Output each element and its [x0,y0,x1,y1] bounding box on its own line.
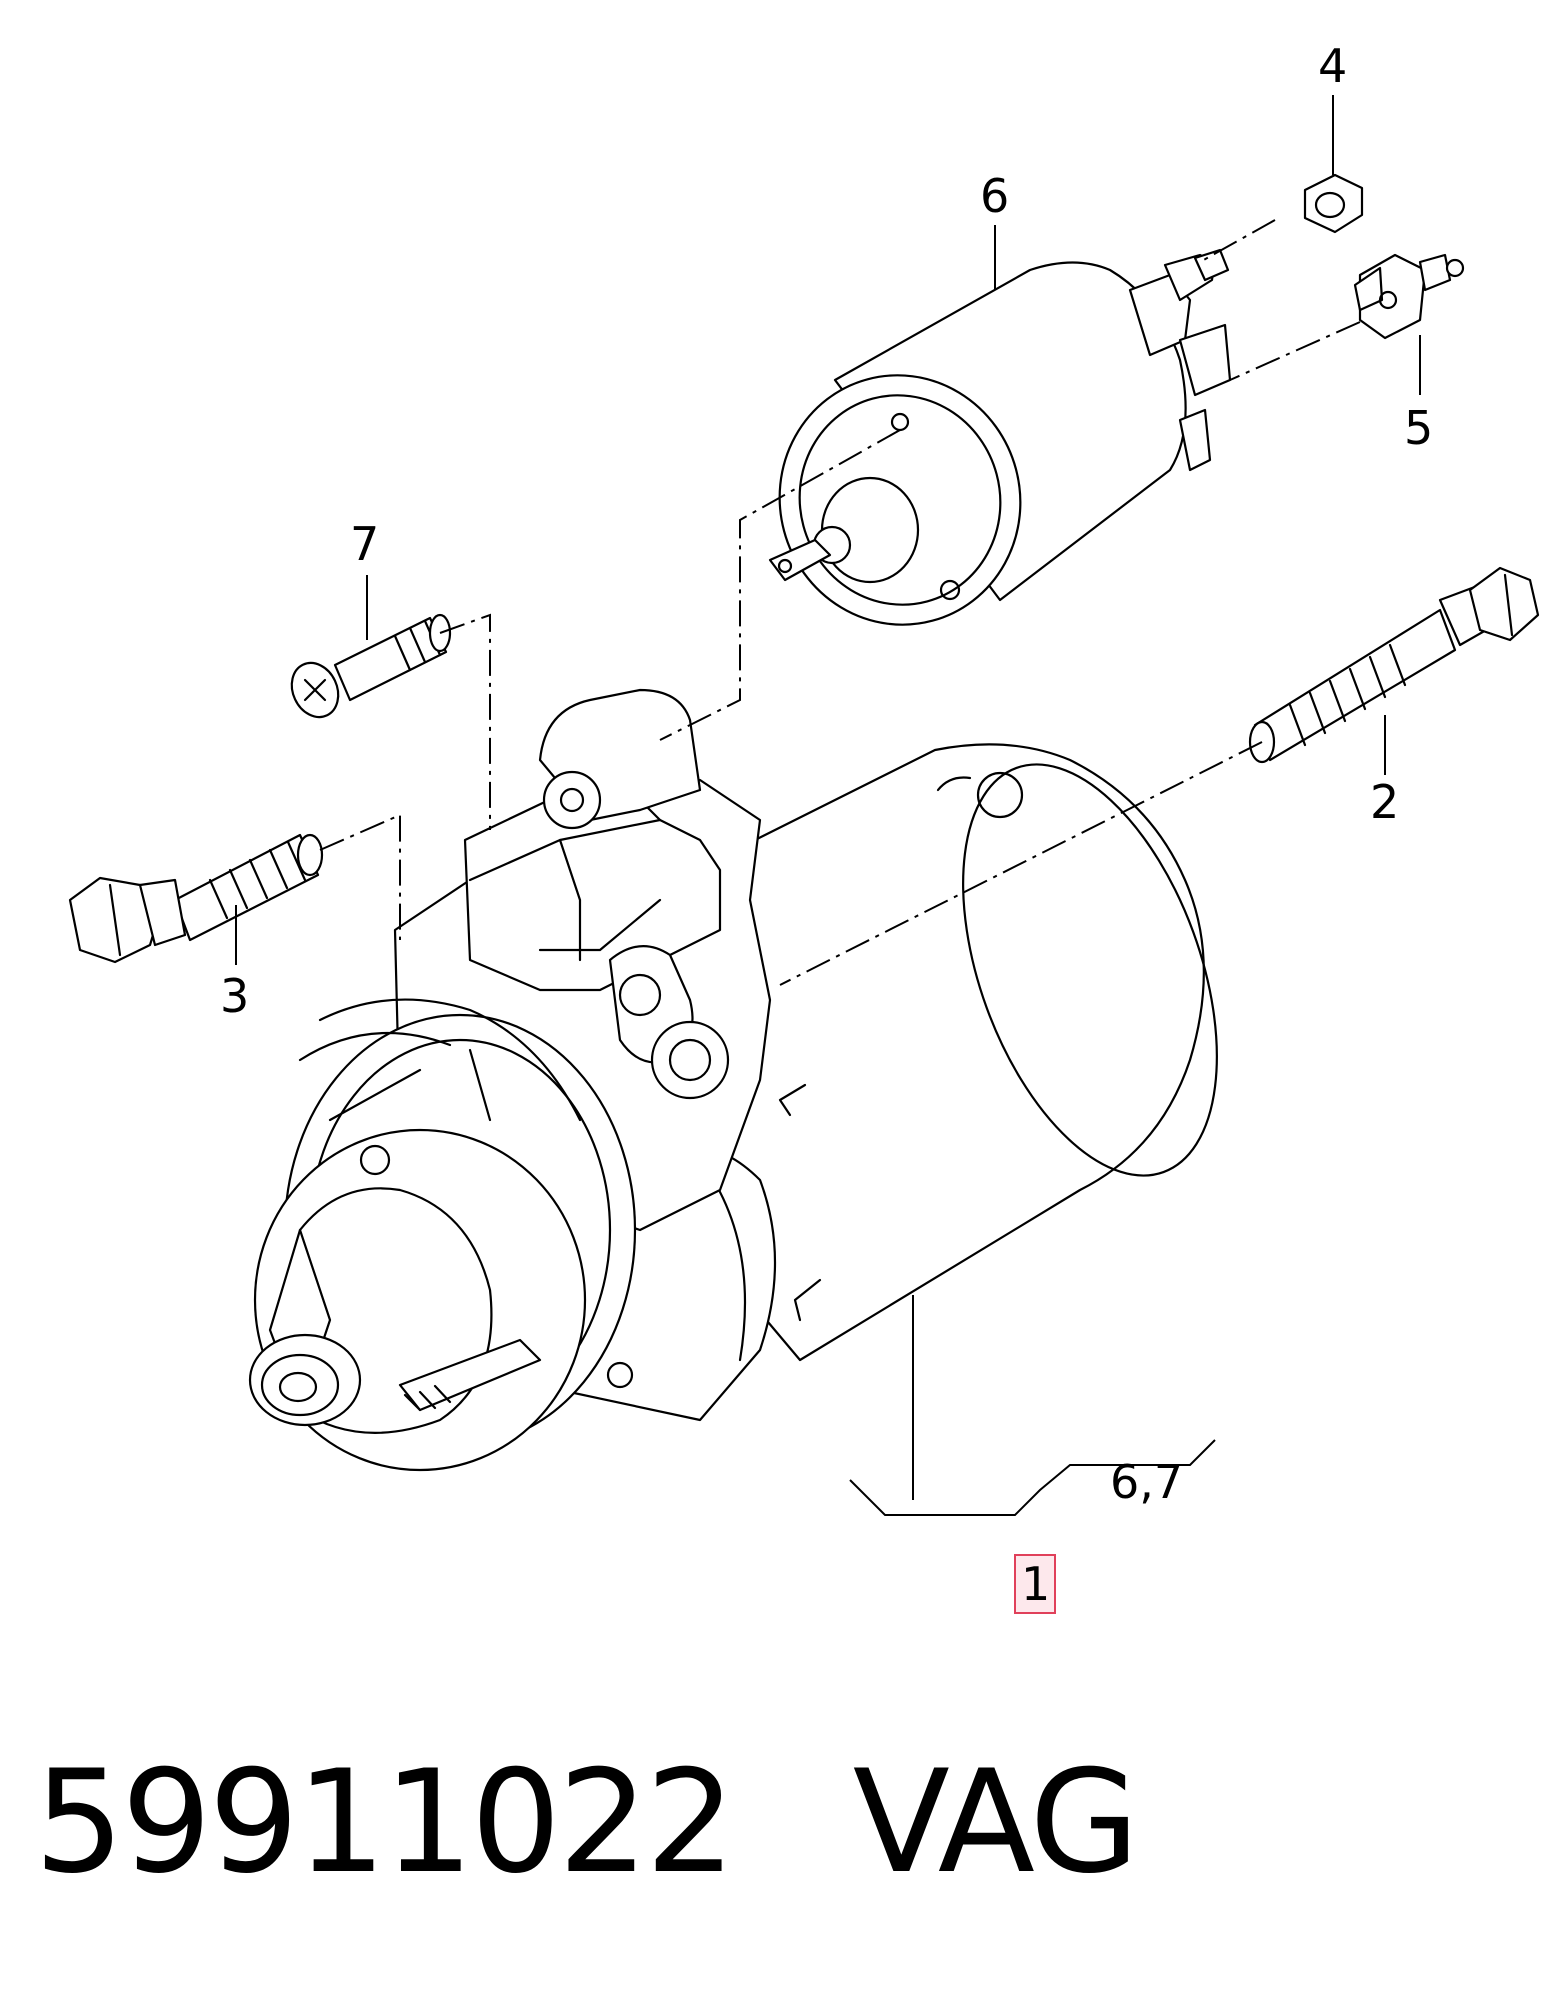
cable-terminal [1353,253,1465,340]
callout-5: 5 [1404,401,1433,455]
callouts: 4 6 5 7 2 3 6,7 1 [220,39,1433,1614]
assembly-lines [319,219,1361,986]
callout-2: 2 [1370,775,1399,829]
bolt-2 [1248,566,1540,764]
callout-sub: 6,7 [1110,1455,1183,1509]
callout-1-highlight [1014,1554,1056,1614]
bolt-3 [68,833,324,964]
callout-6: 6 [980,169,1009,223]
brand-name: VAG [852,1740,1140,1905]
screw-7 [290,613,452,719]
callout-1: 1 [1021,1557,1050,1611]
parts-diagram: 4 6 5 7 2 3 6,7 1 [68,39,1540,1614]
callout-3: 3 [220,969,249,1023]
leader-lines [235,95,1421,1516]
callout-4: 4 [1318,39,1347,93]
solenoid [768,248,1232,626]
footer: 59911022 VAG [34,1740,1140,1920]
starter-motor [248,688,1218,1472]
callout-7: 7 [350,517,379,571]
nut [1303,173,1364,234]
part-number: 59911022 [34,1740,736,1905]
